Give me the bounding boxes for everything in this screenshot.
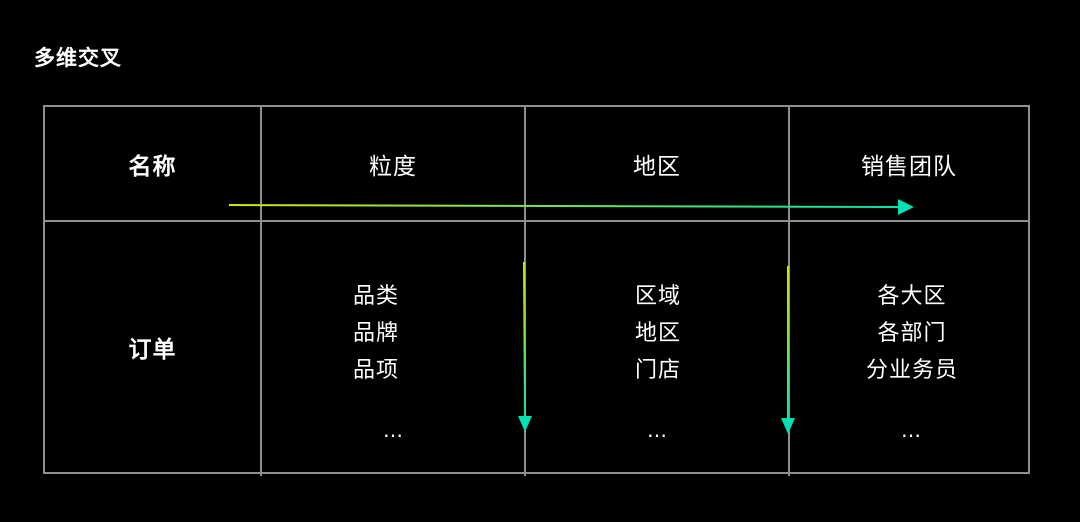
sales-team-list: 各大区 各部门 分业务员 xyxy=(852,278,972,389)
header-column-granularity: 粒度 xyxy=(369,153,417,180)
list-item: 品类 xyxy=(352,284,399,309)
header-column-region: 地区 xyxy=(633,153,681,180)
list-item: 各部门 xyxy=(877,321,947,346)
page-title: 多维交叉 xyxy=(34,46,122,70)
horizontal-arrow xyxy=(228,199,914,215)
header-name-label: 名称 xyxy=(128,153,177,180)
list-item: 地区 xyxy=(634,321,681,346)
granularity-list: 品类 品牌 品项 xyxy=(326,278,426,389)
list-item: 品牌 xyxy=(352,321,399,346)
sales-team-more: … xyxy=(901,418,923,442)
vertical-arrow-granularity xyxy=(518,261,532,432)
region-more: … xyxy=(647,418,669,442)
cross-table xyxy=(43,105,1030,474)
header-column-sales-team: 销售团队 xyxy=(861,153,957,180)
list-item: 品项 xyxy=(352,358,399,383)
vertical-arrow-region xyxy=(781,266,795,434)
granularity-more: … xyxy=(383,418,405,442)
list-item: 分业务员 xyxy=(865,358,958,383)
row-label-order: 订单 xyxy=(128,337,177,363)
column-divider xyxy=(260,105,262,476)
list-item: 门店 xyxy=(634,358,681,383)
row-divider xyxy=(43,220,1030,222)
region-list: 区域 地区 门店 xyxy=(608,278,708,389)
list-item: 各大区 xyxy=(877,284,947,309)
list-item: 区域 xyxy=(634,284,681,309)
